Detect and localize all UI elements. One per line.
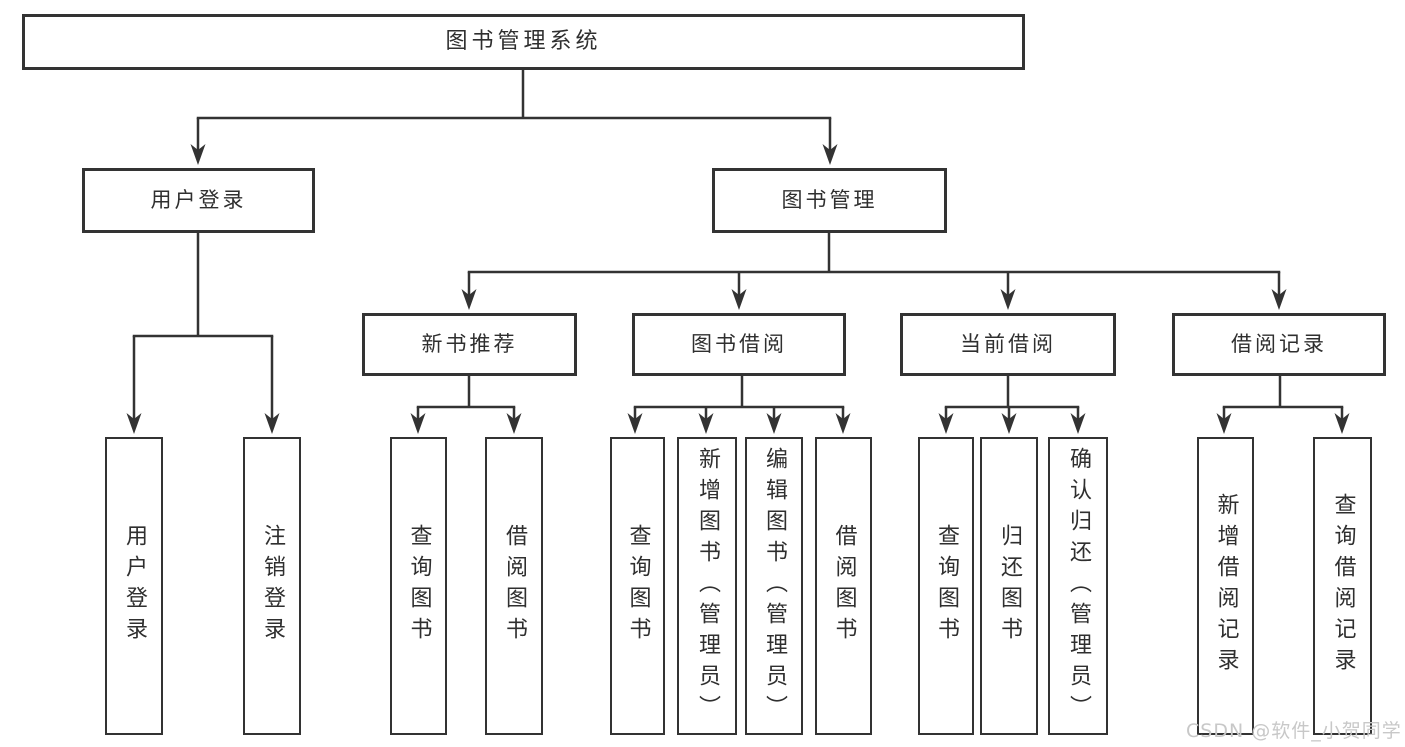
node-label-user-login: 用户登录 (150, 188, 247, 212)
node-label-leaf-bb-query-book: 查询图书 (625, 524, 651, 648)
node-label-root: 图书管理系统 (445, 29, 602, 54)
watermark: CSDN @软件_小贺同学 (1186, 720, 1402, 742)
node-leaf-logout-login: 注销登录 (243, 437, 301, 735)
node-root: 图书管理系统 (22, 14, 1025, 70)
node-label-leaf-rec-query-book: 查询图书 (406, 524, 432, 648)
node-leaf-user-login: 用户登录 (105, 437, 163, 735)
node-book-mgmt: 图书管理 (712, 168, 947, 233)
node-leaf-bb-borrow-book: 借阅图书 (815, 437, 872, 735)
node-label-leaf-bb-add-book: 新增图书（管理员） (695, 446, 720, 726)
node-label-leaf-cur-query-book: 查询图书 (934, 524, 959, 648)
node-label-leaf-cur-return-book: 归还图书 (997, 524, 1022, 648)
node-user-login: 用户登录 (82, 168, 315, 233)
node-label-leaf-records-query: 查询借阅记录 (1330, 493, 1356, 679)
node-label-leaf-logout-login: 注销登录 (260, 524, 285, 648)
node-leaf-rec-borrow-book: 借阅图书 (485, 437, 543, 735)
node-label-leaf-rec-borrow-book: 借阅图书 (502, 524, 527, 648)
node-leaf-bb-query-book: 查询图书 (610, 437, 665, 735)
node-label-book-borrow: 图书借阅 (691, 332, 787, 356)
node-book-borrow: 图书借阅 (632, 313, 846, 376)
node-leaf-cur-return-book: 归还图书 (980, 437, 1038, 735)
node-label-leaf-records-add: 新增借阅记录 (1213, 493, 1239, 679)
node-leaf-bb-add-book: 新增图书（管理员） (677, 437, 737, 735)
node-label-new-book-rec: 新书推荐 (421, 332, 518, 356)
node-leaf-bb-edit-book: 编辑图书（管理员） (745, 437, 803, 735)
node-label-current-borrow: 当前借阅 (960, 332, 1056, 356)
node-label-leaf-cur-confirm-return: 确认归还（管理员） (1066, 446, 1091, 726)
node-leaf-cur-confirm-return: 确认归还（管理员） (1048, 437, 1108, 735)
node-current-borrow: 当前借阅 (900, 313, 1116, 376)
node-label-book-mgmt: 图书管理 (781, 188, 878, 212)
node-label-leaf-bb-borrow-book: 借阅图书 (831, 524, 857, 648)
node-borrow-records: 借阅记录 (1172, 313, 1386, 376)
node-label-leaf-user-login: 用户登录 (122, 524, 147, 648)
node-leaf-records-add: 新增借阅记录 (1197, 437, 1254, 735)
node-new-book-rec: 新书推荐 (362, 313, 577, 376)
node-label-borrow-records: 借阅记录 (1231, 332, 1327, 356)
node-label-leaf-bb-edit-book: 编辑图书（管理员） (762, 446, 787, 726)
node-leaf-records-query: 查询借阅记录 (1313, 437, 1372, 735)
node-leaf-cur-query-book: 查询图书 (918, 437, 974, 735)
node-leaf-rec-query-book: 查询图书 (390, 437, 447, 735)
